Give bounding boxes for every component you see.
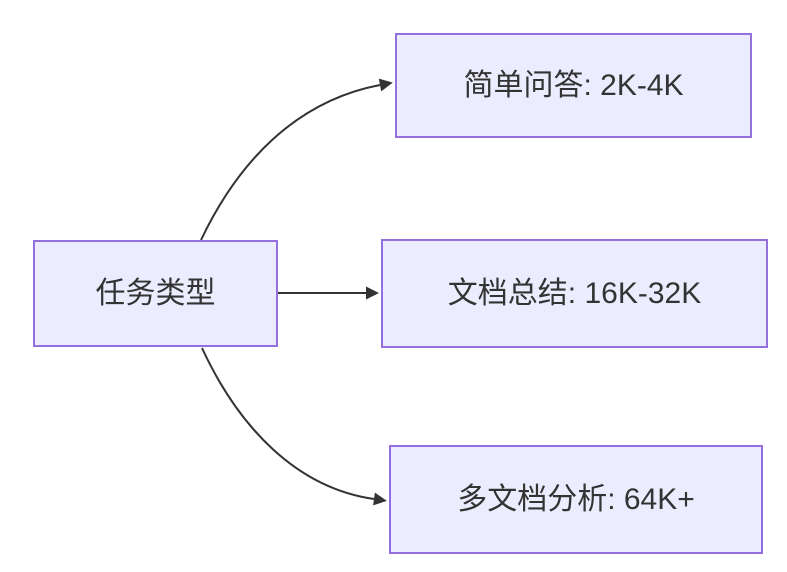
node-multi-doc-analysis-label: 多文档分析: 64K+	[457, 482, 695, 516]
edge-root-to-top	[200, 78, 393, 241]
node-doc-summary: 文档总结: 16K-32K	[381, 239, 768, 348]
node-simple-qa: 简单问答: 2K-4K	[395, 33, 752, 138]
node-doc-summary-label: 文档总结: 16K-32K	[447, 276, 702, 310]
node-simple-qa-label: 简单问答: 2K-4K	[463, 68, 684, 102]
node-multi-doc-analysis: 多文档分析: 64K+	[389, 445, 763, 554]
node-task-type-label: 任务类型	[95, 276, 216, 310]
edge-root-to-bottom	[201, 347, 387, 506]
node-task-type: 任务类型	[33, 240, 278, 347]
